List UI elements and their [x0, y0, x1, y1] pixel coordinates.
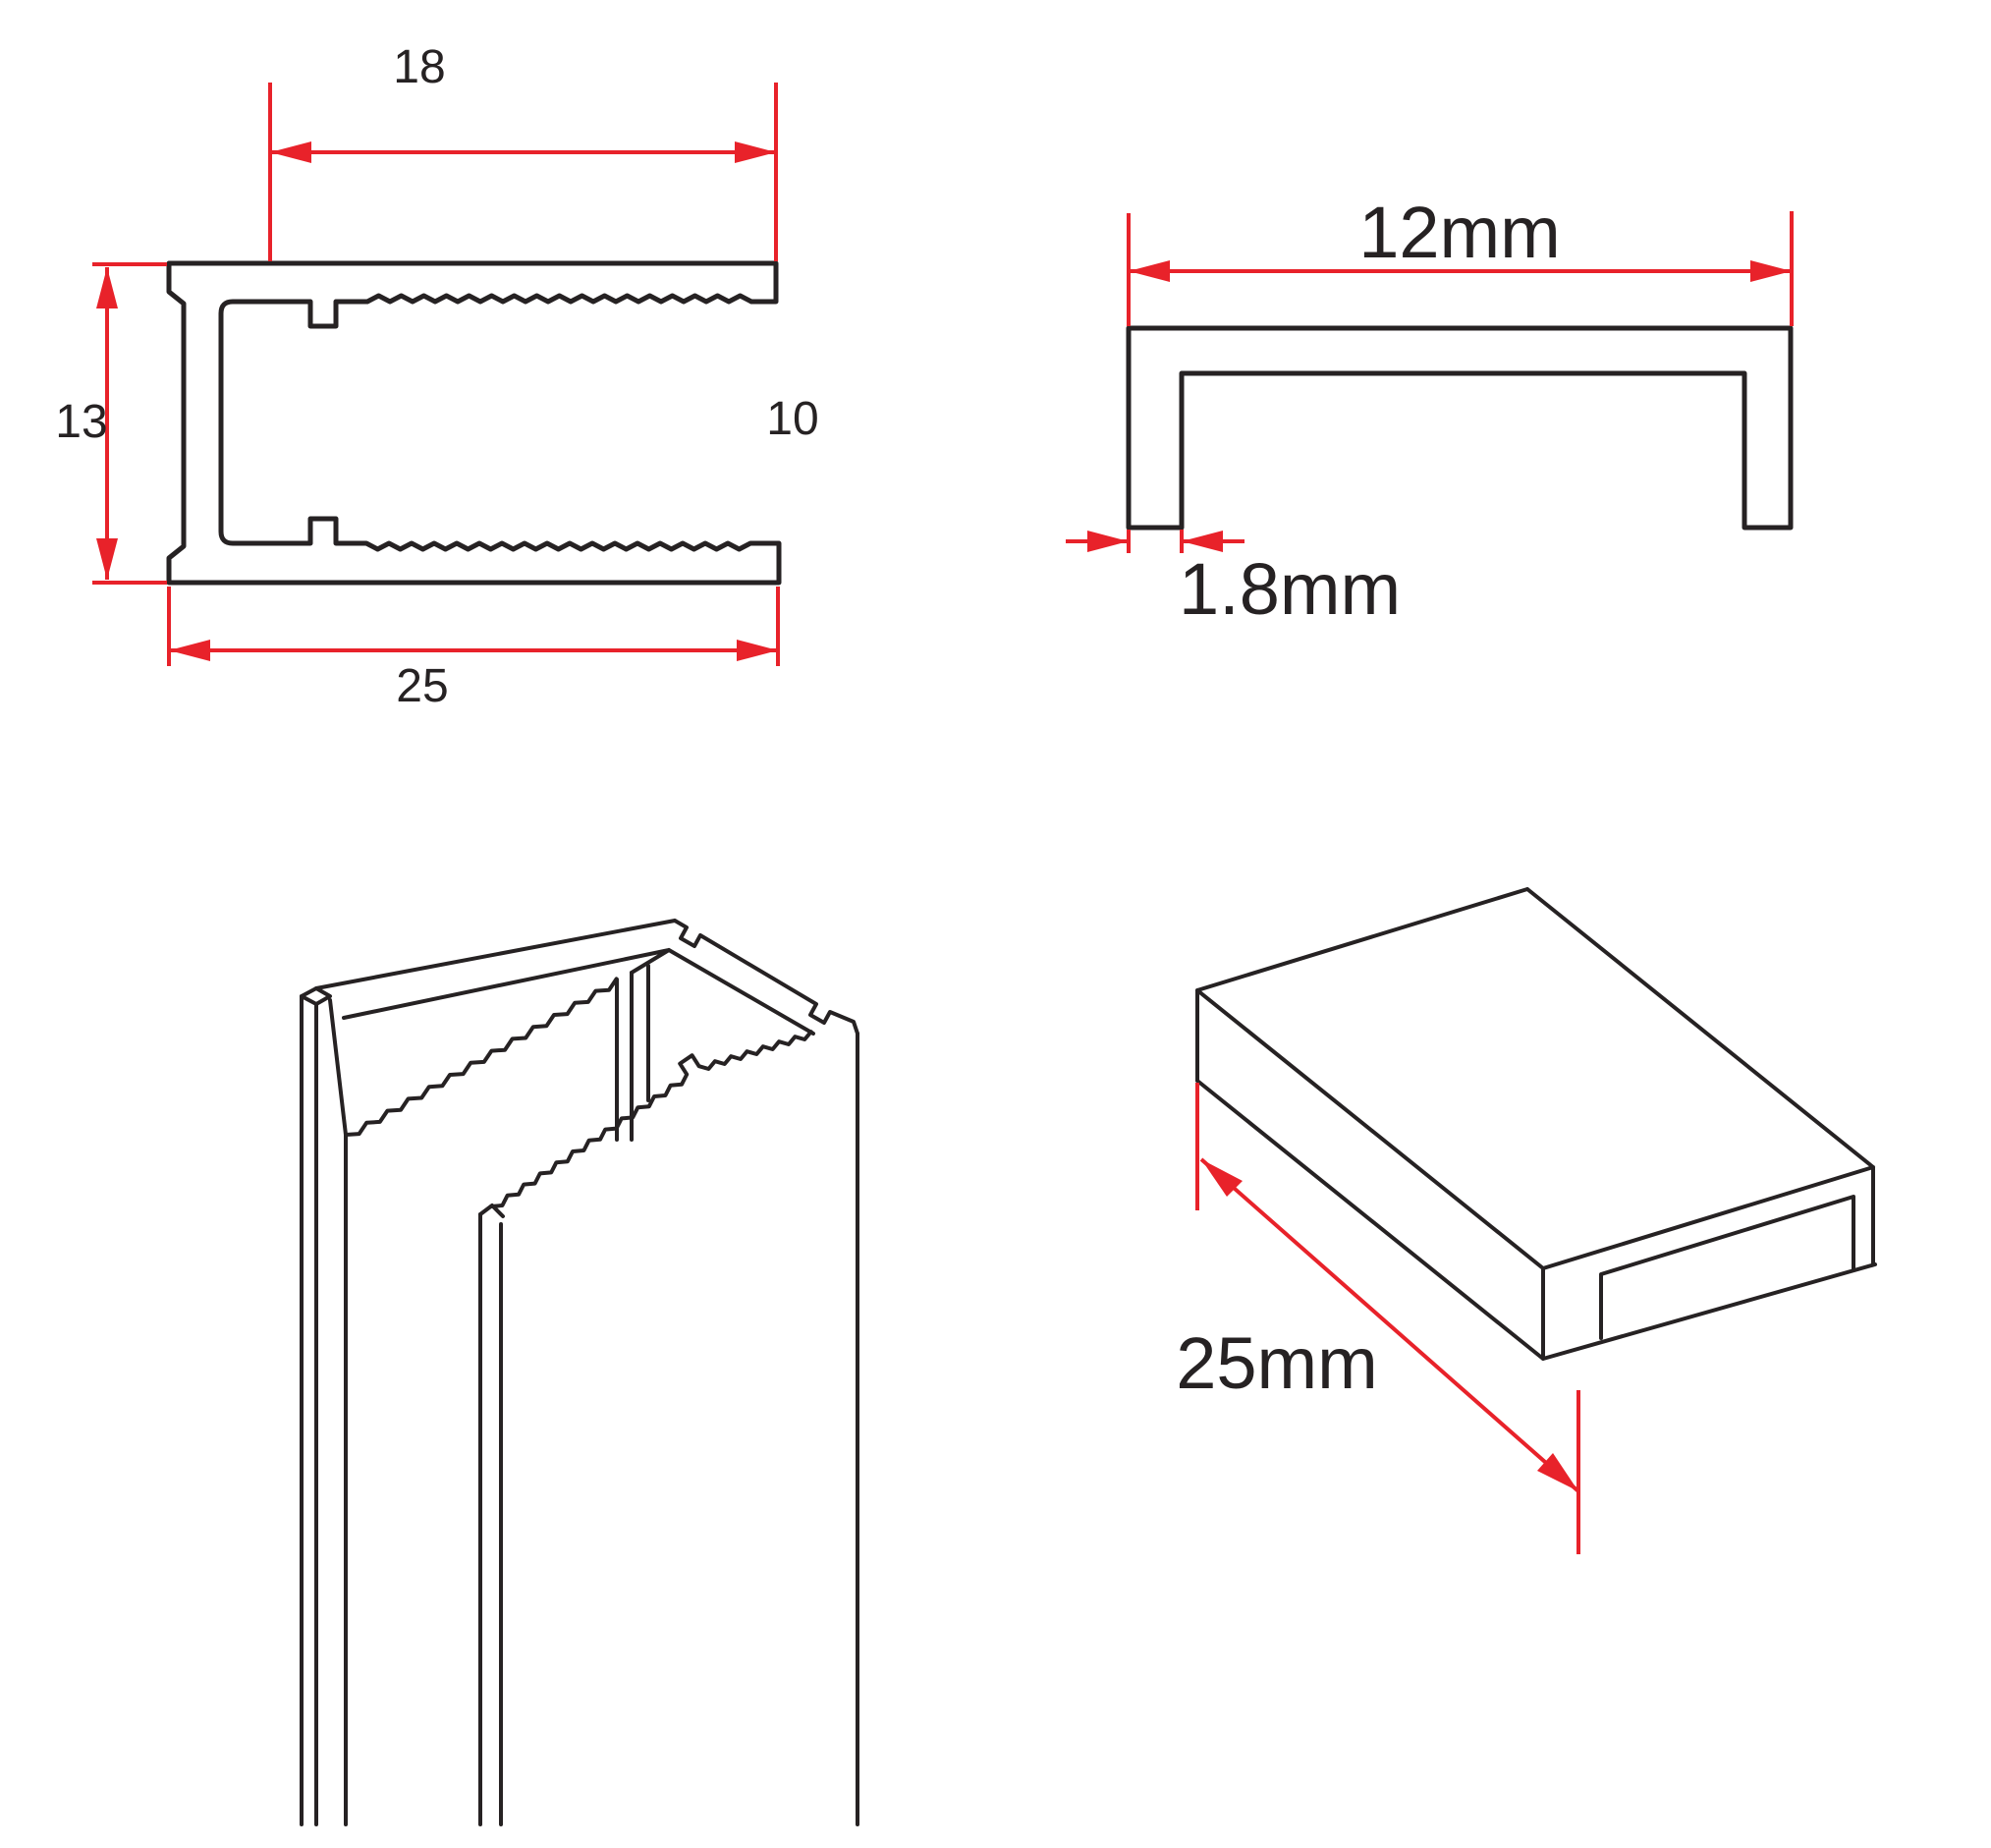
arrowhead-right-icon — [1750, 260, 1792, 282]
dimension-cap-length: 25mm — [1176, 1083, 1580, 1554]
channel-isometric-figure — [300, 919, 859, 1826]
dimension-wall-thickness: 1.8mm — [1066, 530, 1401, 630]
arrowhead-right-icon — [1087, 531, 1129, 552]
dimension-label-wall-thickness: 1.8mm — [1179, 548, 1401, 630]
arrowhead-right-icon — [735, 141, 776, 163]
c-profile-outline — [166, 260, 782, 586]
arrowhead-left-icon — [1182, 531, 1223, 552]
dimension-label-left-height: 13 — [55, 396, 107, 448]
arrowhead-down-icon — [96, 538, 118, 580]
front-cross-section-figure: 18 13 10 25 — [55, 41, 818, 712]
top-cut-face — [314, 919, 859, 1036]
arrowhead-upleft-icon — [1201, 1159, 1243, 1197]
cap-isometric-figure: 25mm — [1176, 887, 1877, 1554]
cap-cross-section-figure: 12mm 1.8mm — [1066, 192, 1794, 630]
left-flange-tip — [300, 986, 348, 1137]
cap-profile-outline — [1126, 325, 1794, 531]
dimension-label-cap-length: 25mm — [1176, 1322, 1378, 1404]
dimension-label-right-opening: 10 — [766, 393, 818, 445]
extrusion-edges — [300, 994, 859, 1826]
arrowhead-up-icon — [96, 267, 118, 308]
dimension-bottom-width: 25 — [167, 587, 780, 712]
dimension-label-cap-width: 12mm — [1358, 192, 1561, 273]
dimension-label-top-width: 18 — [393, 41, 445, 93]
serrated-face-front — [489, 1030, 813, 1208]
cap-end-cavity — [1599, 1195, 1855, 1340]
cap-body-edges — [1195, 887, 1877, 1361]
dimension-top-width: 18 — [268, 41, 778, 261]
dimension-left-height: 13 — [55, 262, 167, 585]
arrowhead-left-icon — [270, 141, 311, 163]
serrated-face-left — [344, 977, 619, 1137]
arrowhead-left-icon — [169, 640, 210, 661]
arrowhead-right-icon — [737, 640, 778, 661]
dimension-label-bottom-width: 25 — [396, 660, 448, 712]
arrowhead-left-icon — [1129, 260, 1170, 282]
dimension-cap-width: 12mm — [1127, 192, 1794, 326]
arrowhead-downright-icon — [1537, 1453, 1578, 1491]
web-slot-edges — [615, 964, 650, 1142]
